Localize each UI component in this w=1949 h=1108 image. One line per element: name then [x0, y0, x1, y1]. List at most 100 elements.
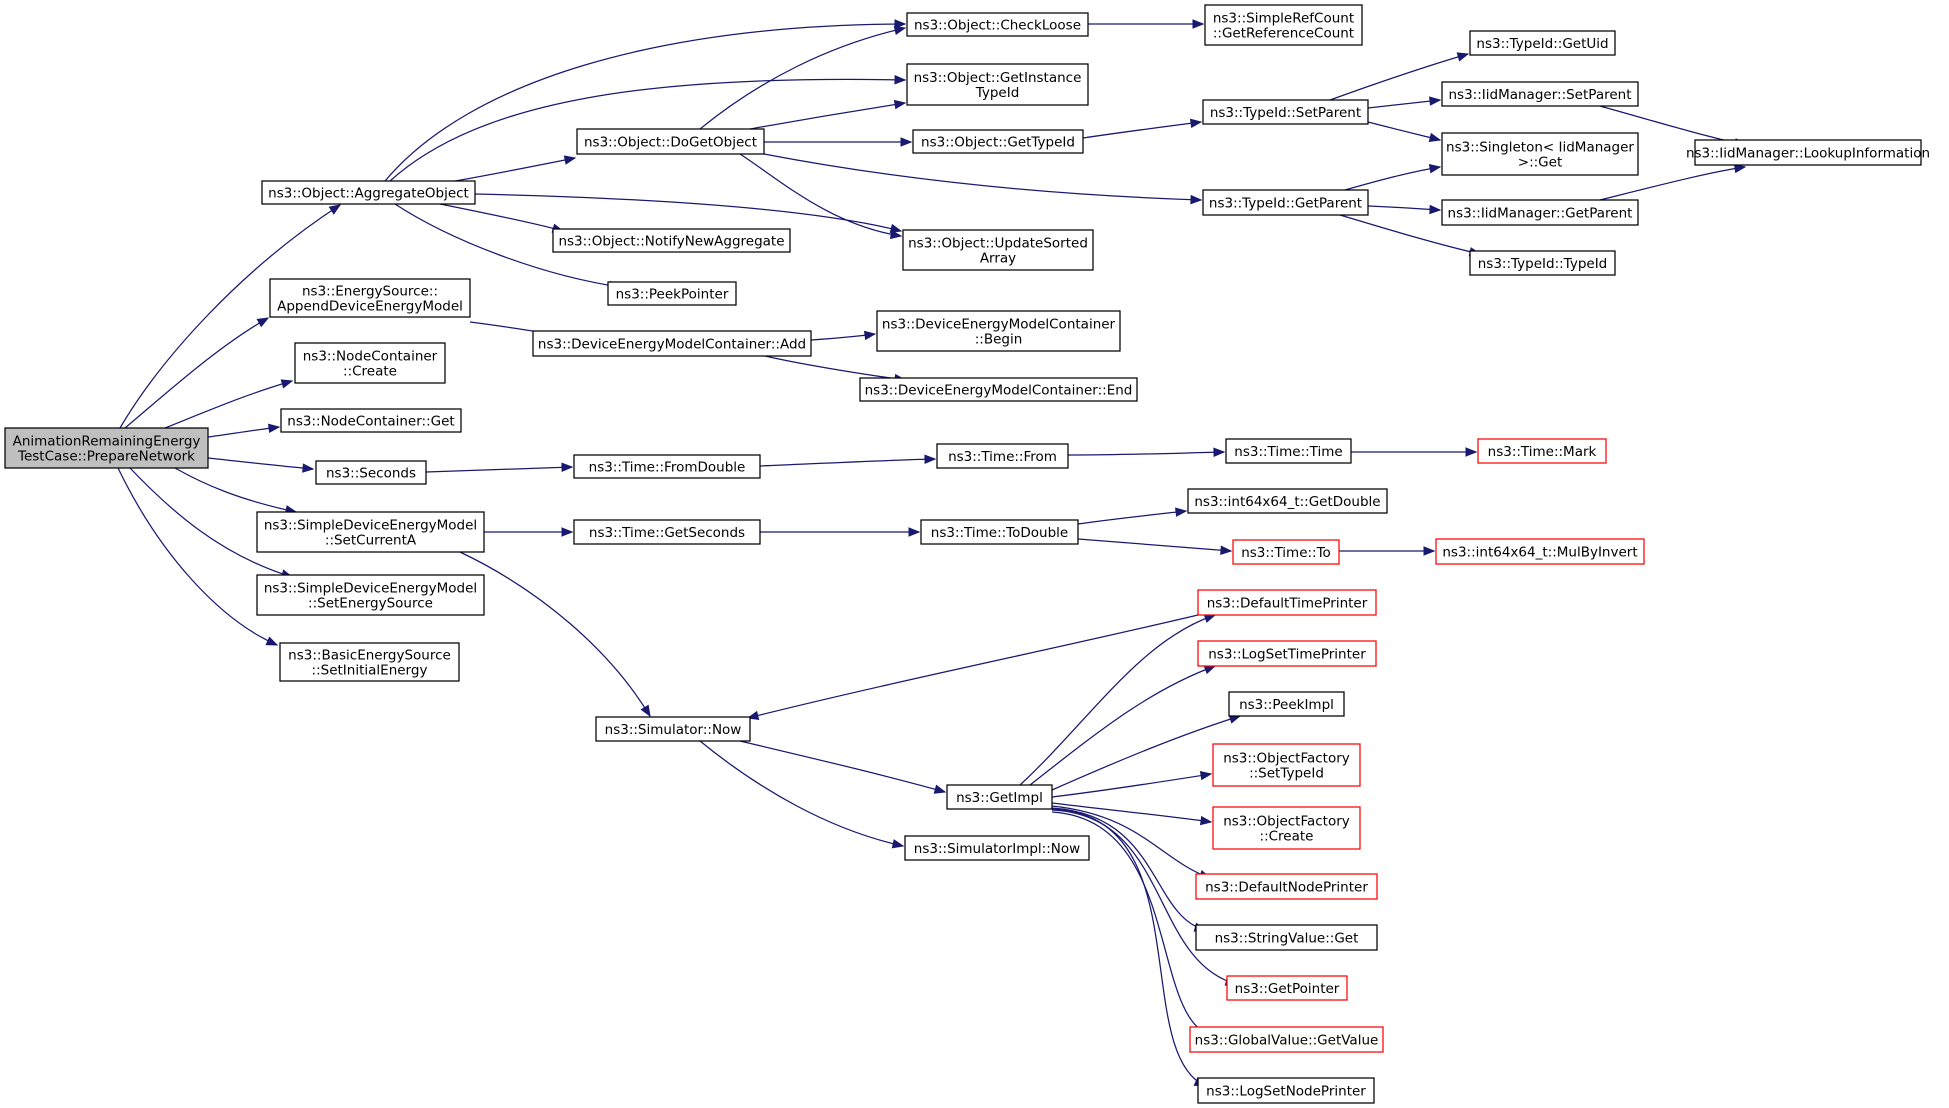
node-default-time-printer[interactable]: ns3::DefaultTimePrinter — [1197, 589, 1377, 616]
node-singleton-get[interactable]: ns3::Singleton< IidManager>::Get — [1441, 132, 1639, 176]
edge-line — [1082, 121, 1202, 139]
node-box — [946, 784, 1053, 810]
edge-get-impl-to-peek-impl — [1051, 714, 1242, 791]
node-typeid-typeid[interactable]: ns3::TypeId::TypeId — [1469, 250, 1616, 276]
node-int64x64-get-double[interactable]: ns3::int64x64_t::GetDouble — [1187, 488, 1388, 514]
node-label: ::SetCurrentA — [325, 533, 417, 549]
node-container-add[interactable]: ns3::DeviceEnergyModelContainer::Add — [532, 330, 812, 357]
arrow-head-icon — [640, 704, 651, 718]
node-box — [1441, 81, 1639, 107]
node-box — [1197, 640, 1377, 667]
arrow-head-icon — [924, 454, 937, 464]
node-time-from-double[interactable]: ns3::Time::FromDouble — [573, 454, 761, 479]
arrow-head-icon — [1429, 204, 1442, 215]
node-box — [4, 427, 209, 469]
node-log-set-node-printer[interactable]: ns3::LogSetNodePrinter — [1197, 1077, 1375, 1104]
node-time-get-seconds[interactable]: ns3::Time::GetSeconds — [573, 519, 761, 545]
edge-line — [764, 355, 906, 381]
node-object-factory-set-type-id[interactable]: ns3::ObjectFactory::SetTypeId — [1212, 743, 1361, 787]
node-get-impl[interactable]: ns3::GetImpl — [946, 784, 1053, 810]
node-label: ns3::EnergySource:: — [302, 284, 438, 300]
node-label: TypeId — [975, 85, 1020, 101]
node-time-to-double[interactable]: ns3::Time::ToDouble — [920, 519, 1079, 545]
node-label: ns3::Time::Time — [1234, 444, 1342, 460]
node-notify-new-aggregate[interactable]: ns3::Object::NotifyNewAggregate — [552, 228, 791, 253]
node-typeid-set-parent[interactable]: ns3::TypeId::SetParent — [1202, 99, 1369, 125]
edge-time-from-double-to-time-from — [759, 454, 937, 467]
node-label: ns3::int64x64_t::MulByInvert — [1442, 545, 1637, 561]
node-box — [1197, 1077, 1375, 1104]
node-set-current-a[interactable]: ns3::SimpleDeviceEnergyModel::SetCurrent… — [256, 511, 485, 553]
arrow-head-icon — [1192, 19, 1205, 29]
node-box — [1477, 438, 1607, 464]
node-label: ns3::Simulator::Now — [605, 722, 742, 738]
edge-line — [1051, 808, 1206, 1087]
node-simulator-now[interactable]: ns3::Simulator::Now — [595, 716, 751, 742]
arrow-head-icon — [1428, 132, 1442, 143]
node-aggregate-object[interactable]: ns3::Object::AggregateObject — [261, 180, 476, 205]
node-label: ns3::Object::AggregateObject — [268, 186, 469, 202]
node-iid-set-parent[interactable]: ns3::IidManager::SetParent — [1441, 81, 1639, 107]
arrow-head-icon — [1213, 447, 1226, 457]
node-box — [1202, 99, 1369, 125]
node-root[interactable]: AnimationRemainingEnergyTestCase::Prepar… — [4, 427, 209, 469]
node-get-reference-count[interactable]: ns3::SimpleRefCount::GetReferenceCount — [1204, 4, 1363, 46]
node-label: ns3::Time::ToDouble — [931, 525, 1068, 541]
edge-get-impl-to-object-factory-create — [1051, 802, 1213, 826]
edge-get-impl-to-object-factory-set-type-id — [1051, 770, 1213, 798]
edge-root-to-node-container-create — [164, 379, 294, 429]
edge-do-get-object-to-update-sorted-array — [739, 153, 903, 240]
node-log-set-time-printer[interactable]: ns3::LogSetTimePrinter — [1197, 640, 1377, 667]
arrow-head-icon — [889, 223, 903, 234]
node-object-factory-create[interactable]: ns3::ObjectFactory::Create — [1212, 806, 1361, 850]
edge-line — [1599, 166, 1746, 201]
node-string-value-get[interactable]: ns3::StringValue::Get — [1195, 924, 1378, 951]
node-node-container-get[interactable]: ns3::NodeContainer::Get — [280, 408, 462, 433]
edge-line — [394, 203, 621, 288]
node-seconds[interactable]: ns3::Seconds — [315, 460, 427, 485]
node-iid-lookup-information[interactable]: ns3::IidManager::LookupInformation — [1686, 139, 1930, 166]
node-box — [904, 835, 1090, 861]
arrow-head-icon — [893, 25, 907, 35]
node-box — [1441, 132, 1639, 176]
node-label: ns3::DefaultTimePrinter — [1207, 596, 1368, 612]
node-default-node-printer[interactable]: ns3::DefaultNodePrinter — [1195, 873, 1378, 900]
node-append-device-energy-model[interactable]: ns3::EnergySource::AppendDeviceEnergyMod… — [269, 278, 471, 318]
node-int64x64-mul-by-invert[interactable]: ns3::int64x64_t::MulByInvert — [1435, 538, 1645, 565]
node-typeid-get-parent[interactable]: ns3::TypeId::GetParent — [1202, 189, 1369, 216]
node-time-to[interactable]: ns3::Time::To — [1232, 539, 1340, 565]
node-time-mark[interactable]: ns3::Time::Mark — [1477, 438, 1607, 464]
node-time-time[interactable]: ns3::Time::Time — [1225, 438, 1352, 464]
edge-time-to-double-to-int64x64-get-double — [1077, 507, 1188, 525]
node-simulator-impl-now[interactable]: ns3::SimulatorImpl::Now — [904, 835, 1090, 861]
edge-root-to-node-container-get — [207, 423, 281, 438]
node-check-loose[interactable]: ns3::Object::CheckLoose — [906, 12, 1089, 37]
edge-line — [1367, 121, 1441, 141]
edge-line — [174, 467, 297, 513]
node-box — [1228, 691, 1345, 717]
edge-line — [1367, 99, 1441, 109]
node-do-get-object[interactable]: ns3::Object::DoGetObject — [576, 128, 765, 155]
node-label: ::SetInitialEnergy — [312, 663, 428, 679]
node-set-initial-energy[interactable]: ns3::BasicEnergySource::SetInitialEnergy — [279, 642, 460, 682]
node-container-end[interactable]: ns3::DeviceEnergyModelContainer::End — [859, 377, 1138, 402]
node-global-value-get-value[interactable]: ns3::GlobalValue::GetValue — [1189, 1026, 1384, 1053]
node-container-begin[interactable]: ns3::DeviceEnergyModelContainer::Begin — [876, 310, 1121, 352]
node-node-container-create[interactable]: ns3::NodeContainer::Create — [294, 342, 446, 384]
node-typeid-get-uid[interactable]: ns3::TypeId::GetUid — [1469, 30, 1616, 56]
node-set-energy-source[interactable]: ns3::SimpleDeviceEnergyModel::SetEnergyS… — [256, 574, 485, 616]
node-peek-pointer[interactable]: ns3::PeekPointer — [607, 281, 737, 306]
edge-line — [207, 457, 314, 470]
node-box — [532, 330, 812, 357]
node-time-from[interactable]: ns3::Time::From — [936, 443, 1069, 469]
arrow-head-icon — [891, 839, 905, 849]
node-label: ns3::Object::CheckLoose — [914, 18, 1081, 34]
node-object-get-type-id[interactable]: ns3::Object::GetTypeId — [912, 129, 1084, 154]
node-iid-get-parent[interactable]: ns3::IidManager::GetParent — [1441, 199, 1639, 226]
node-peek-impl[interactable]: ns3::PeekImpl — [1228, 691, 1345, 717]
node-label: >::Get — [1518, 155, 1562, 171]
arrow-head-icon — [1190, 194, 1203, 205]
node-get-pointer[interactable]: ns3::GetPointer — [1226, 975, 1348, 1001]
